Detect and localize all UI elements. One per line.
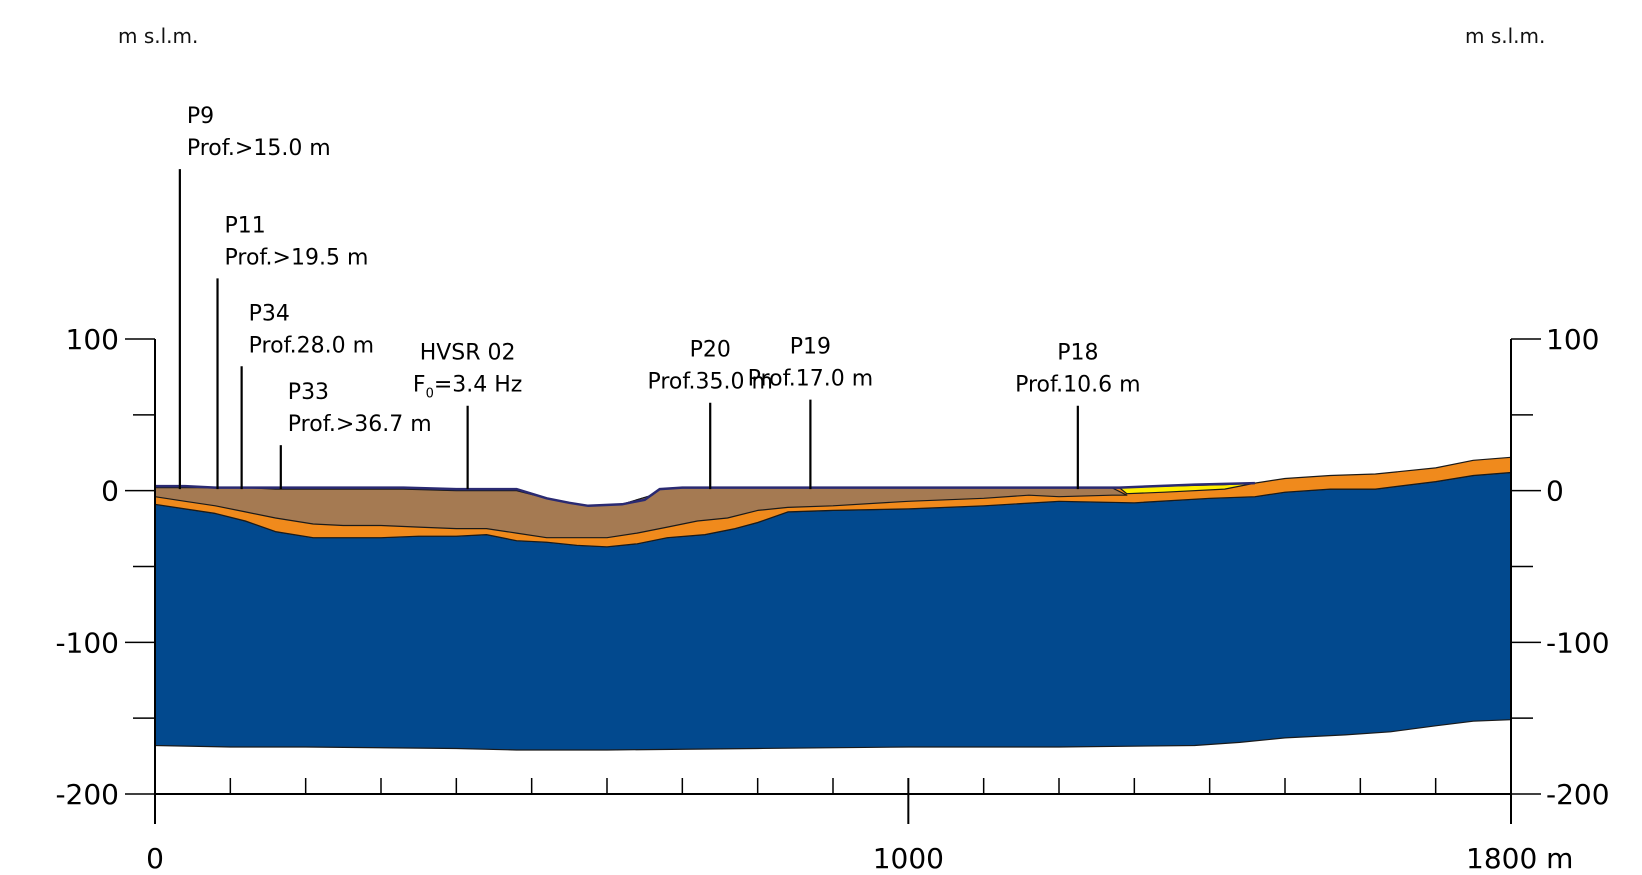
y-tick-label-left: 100	[66, 323, 119, 356]
layers-group	[154, 456, 1512, 751]
x-tick-label: 1000	[873, 842, 944, 875]
well-depth: F0=3.4 Hz	[413, 373, 522, 402]
well-hvsr02: HVSR 02 F0=3.4 Hz	[413, 341, 522, 490]
y-tick-label-right: -200	[1546, 778, 1610, 811]
well-name: P11	[225, 213, 266, 238]
ground-surface-line	[155, 481, 1255, 508]
y-tick-label-right: -100	[1546, 626, 1610, 659]
well-depth: Prof.10.6 m	[1015, 373, 1140, 398]
well-depth: Prof.35.0 m	[647, 370, 772, 395]
y-tick-label-left: 0	[101, 475, 119, 508]
well-name: P33	[288, 380, 329, 405]
well-name: P9	[187, 104, 214, 129]
y-tick-label-left: -100	[55, 626, 119, 659]
well-depth: Prof.>19.5 m	[225, 245, 369, 270]
well-depth: Prof.17.0 m	[748, 367, 873, 392]
well-name: P20	[690, 338, 731, 363]
well-depth: Prof.>15.0 m	[187, 136, 331, 161]
y-tick-label-left: -200	[55, 778, 119, 811]
well-depth: Prof.>36.7 m	[288, 412, 432, 437]
well-depth: Prof.28.0 m	[249, 333, 374, 358]
x-tick-label: 0	[146, 842, 164, 875]
well-name: P34	[249, 301, 290, 326]
y-tick-label-right: 0	[1546, 475, 1564, 508]
well-name: P19	[790, 335, 831, 360]
right-axis-unit: m s.l.m.	[1465, 24, 1546, 48]
ground-surface-group	[155, 481, 1255, 508]
x-tick-label: 1800 m	[1466, 842, 1573, 875]
left-axis-unit: m s.l.m.	[118, 24, 199, 48]
well-name: P18	[1057, 341, 1098, 366]
y-tick-label-right: 100	[1546, 323, 1599, 356]
well-name: HVSR 02	[420, 341, 516, 366]
